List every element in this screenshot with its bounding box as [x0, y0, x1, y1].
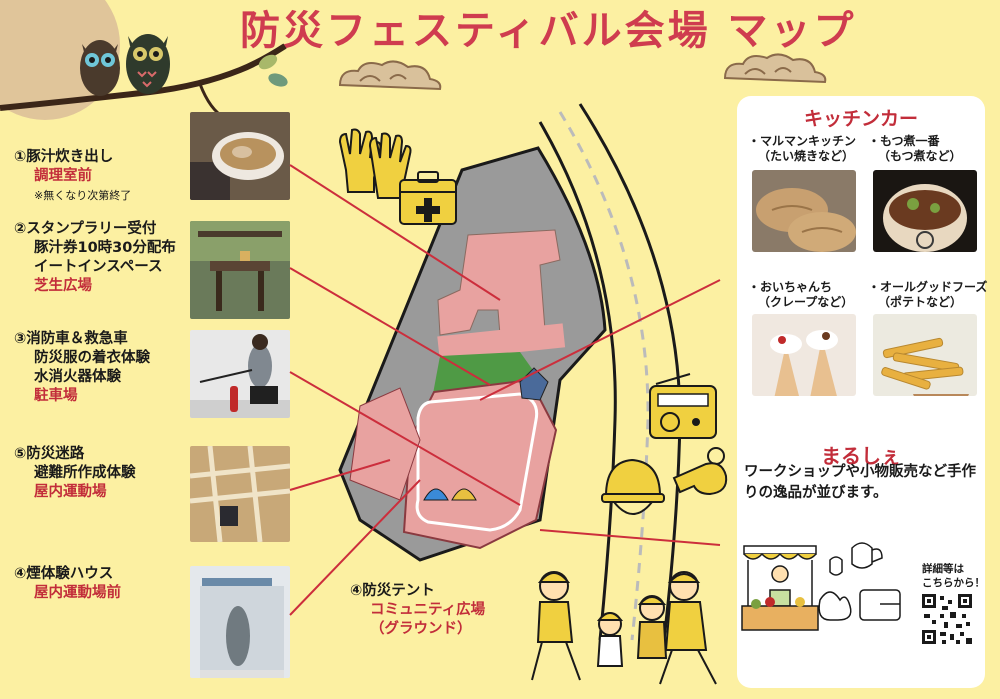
kitchen-car-title: キッチンカー [803, 108, 918, 130]
cloud-decoration [338, 60, 442, 91]
eat-in-space-photo [190, 221, 290, 319]
vendor-label: ・オールグッドフーズ （ポテトなど） [868, 280, 988, 309]
vendor-label: ・おいちゃんち （クレープなど） [748, 280, 854, 309]
ground [402, 378, 558, 550]
maze-photo [190, 446, 290, 542]
marche-description: ワークショップや小物販売など手作りの逸品が並びます。 [744, 464, 976, 501]
vendor-label: ・もつ煮一番 （もつ煮など） [868, 134, 962, 163]
qr-code[interactable] [920, 592, 974, 646]
fire-extinguisher-photo [190, 330, 290, 418]
qr-caption: 詳細等は こちらから！ [922, 563, 985, 589]
cloud-decoration [723, 53, 827, 84]
radio-icon [649, 373, 717, 439]
first-aid-kit-icon [399, 171, 457, 225]
owls-branch-decoration [0, 34, 288, 120]
helmet-icon [601, 458, 665, 515]
owl-icon [126, 34, 170, 94]
item-tonjiru: ①豚汁炊き出し 調理室前 ※無くなり次第終了 [14, 149, 132, 202]
page-title: 防災フェスティバル会場 マップ [240, 8, 857, 54]
item-maze: ⑤防災迷路 避難所作成体験 屋内運動場 [14, 446, 136, 500]
evacuating-people-illustration [531, 571, 717, 685]
item-smoke-house: ④煙体験ハウス 屋内運動場前 [14, 566, 121, 601]
taiyaki-photo [752, 170, 856, 252]
lawn [430, 352, 540, 420]
main-building [437, 229, 561, 336]
smoke-house-photo [190, 566, 290, 678]
wing-building [437, 323, 566, 361]
tent-label: ④防災テント コミュニティ広場 （グラウンド） [350, 583, 486, 637]
crepe-photo [752, 314, 856, 396]
whistle-icon [672, 447, 728, 496]
tent-icon [451, 488, 477, 501]
vendor-label: ・マルマンキッチン （たい焼きなど） [748, 134, 857, 163]
marche-title: まるしぇ [821, 444, 901, 468]
potato-photo [873, 314, 977, 396]
marche-illustration [741, 542, 901, 631]
site-area [338, 146, 607, 562]
tent-icon [423, 488, 449, 501]
tonjiru-photo [190, 112, 290, 200]
gloves-icon [338, 128, 412, 199]
motsuni-photo [873, 170, 977, 252]
item-stamp-rally: ②スタンプラリー受付 豚汁券10時30分配布 イートインスペース 芝生広場 [14, 221, 176, 294]
gym-building [349, 387, 421, 501]
item-fire-truck: ③消防車＆救急車 防災服の着衣体験 水消火器体験 駐車場 [14, 331, 150, 404]
owl-icon [80, 40, 120, 96]
